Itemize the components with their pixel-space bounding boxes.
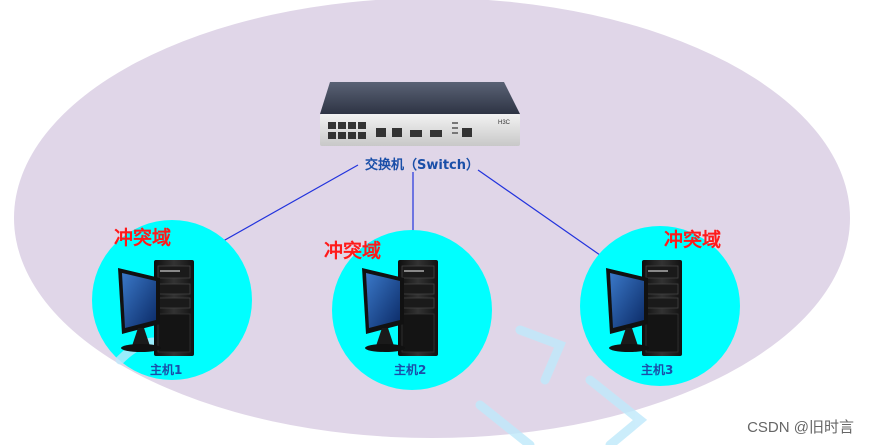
collision-domain-label-3: 冲突域 bbox=[664, 229, 722, 251]
host-label-1: 主机1 bbox=[150, 363, 183, 377]
switch-icon: H3C bbox=[320, 82, 520, 146]
switch-brand: H3C bbox=[498, 120, 511, 126]
host-label-3: 主机3 bbox=[641, 363, 674, 377]
host-label-2: 主机2 bbox=[394, 363, 427, 377]
collision-domain-label-2: 冲突域 bbox=[324, 240, 382, 262]
watermark-credit: CSDN @旧时言 bbox=[747, 419, 854, 436]
switch-label: 交换机（Switch） bbox=[365, 158, 480, 173]
link-host3 bbox=[477, 169, 611, 263]
collision-domain-label-1: 冲突域 bbox=[114, 227, 172, 249]
